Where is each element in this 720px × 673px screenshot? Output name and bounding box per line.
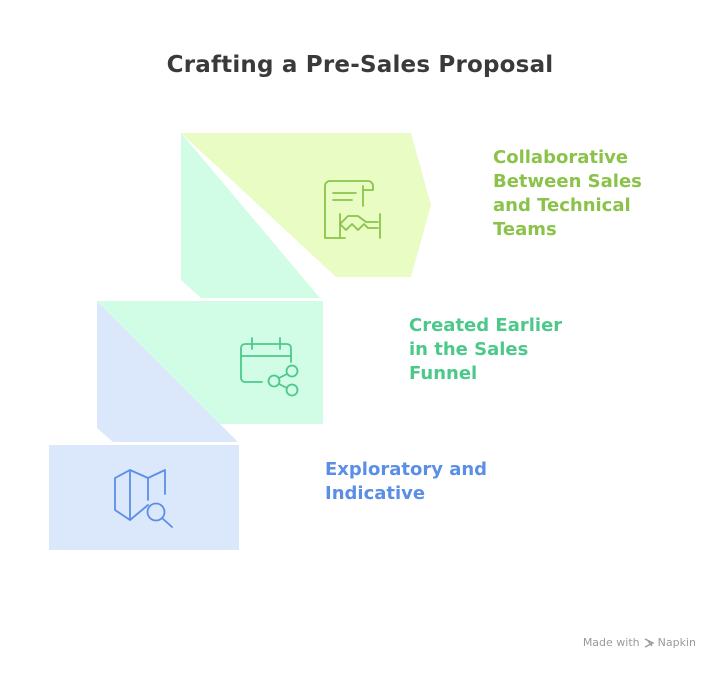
napkin-brand-text: Napkin — [657, 636, 696, 649]
made-with-napkin-badge[interactable]: Made with Napkin — [583, 636, 696, 649]
step-3-label: Exploratory and Indicative — [325, 459, 488, 504]
step-1-label: Collaborative Between Sales and Technica… — [493, 147, 642, 240]
step-1-fold — [181, 133, 320, 298]
diagram-title: Crafting a Pre-Sales Proposal — [166, 52, 554, 78]
step-1-block — [181, 133, 431, 277]
step-2-label: Created Earlier in the Sales Funnel — [409, 315, 563, 384]
calendar-share-icon — [240, 337, 299, 397]
made-with-text: Made with — [582, 636, 640, 649]
document-handshake-icon — [324, 180, 381, 239]
napkin-logo-icon — [644, 637, 655, 648]
step-3-block — [49, 445, 239, 550]
step-2-block — [97, 301, 323, 424]
map-search-icon — [114, 469, 173, 528]
